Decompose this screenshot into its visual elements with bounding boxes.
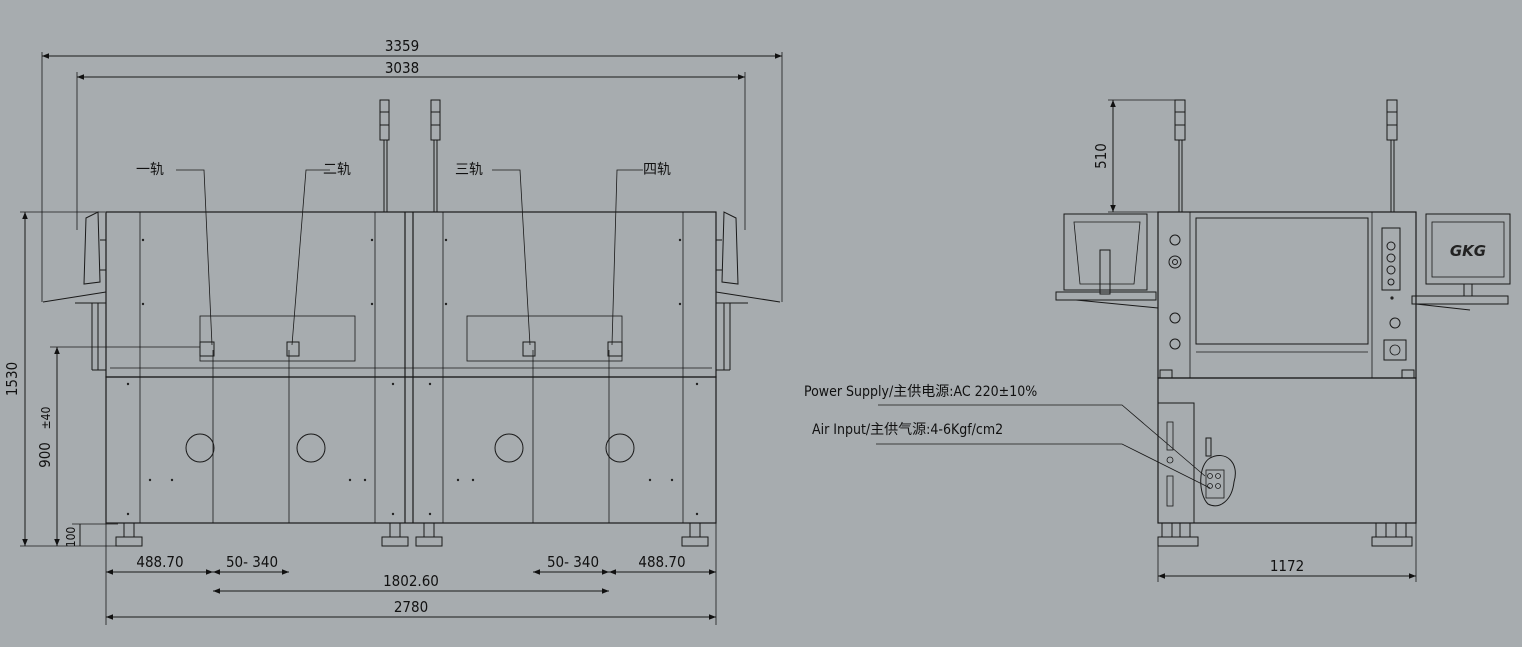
signal-tower-right [430, 99, 441, 212]
rail-label-4: 四轨 [643, 162, 671, 178]
rail-label-1: 一轨 [136, 162, 164, 178]
note-power-supply: Power Supply/主供电源:AC 220±10% [804, 384, 1037, 400]
side-signal-towers [1174, 99, 1398, 212]
front-view: 3359 3038 1530 900 ±40 100 [3, 37, 783, 625]
dim-rail-span-label: 3038 [385, 59, 419, 77]
dim-center-span: 1802.60 [383, 572, 439, 590]
dim-depth-label: 1172 [1270, 557, 1304, 575]
side-machine-body [1157, 211, 1417, 524]
dim-base-width: 2780 [394, 598, 428, 616]
note-air-input: Air Input/主供气源:4-6Kgf/cm2 [812, 422, 1003, 438]
monitor-left [42, 211, 107, 371]
side-feet [1157, 369, 1415, 547]
front-machine-body [105, 211, 717, 524]
dim-conveyor-height: 900 ±40 [36, 346, 200, 546]
gkg-logo: GKG [1450, 242, 1486, 260]
side-monitor-left [1055, 213, 1159, 309]
side-monitor-right [1411, 213, 1511, 311]
dim-overall-width-label: 3359 [385, 37, 419, 55]
signal-tower-left [379, 99, 390, 212]
dim-left-offset: 488.70 [136, 553, 183, 571]
rail-leaders [176, 169, 643, 346]
dim-conveyor-height-label: 900 [36, 442, 54, 468]
dim-conveyor-tol-label: ±40 [39, 406, 53, 429]
dim-left-adjust: 50- 340 [226, 553, 278, 571]
note-leaders [876, 404, 1211, 489]
dim-tower-height: 510 [1092, 99, 1180, 213]
monitor-right [715, 211, 781, 371]
side-view: 510 [804, 99, 1511, 582]
dim-foot-height: 100 [64, 523, 118, 548]
dim-height-label: 1530 [3, 362, 21, 396]
dim-depth: 1172 [1157, 523, 1417, 582]
bottom-dims [105, 523, 717, 625]
front-feet [115, 522, 709, 547]
dim-foot-height-label: 100 [64, 527, 78, 548]
rail-label-2: 二轨 [323, 162, 351, 178]
dim-right-adjust: 50- 340 [547, 553, 599, 571]
dim-tower-height-label: 510 [1092, 143, 1110, 169]
dim-right-offset: 488.70 [638, 553, 685, 571]
dim-rail-span: 3038 [76, 59, 746, 230]
rail-label-3: 三轨 [455, 162, 483, 178]
dim-height: 1530 [3, 211, 120, 547]
dim-overall-width: 3359 [41, 37, 783, 302]
